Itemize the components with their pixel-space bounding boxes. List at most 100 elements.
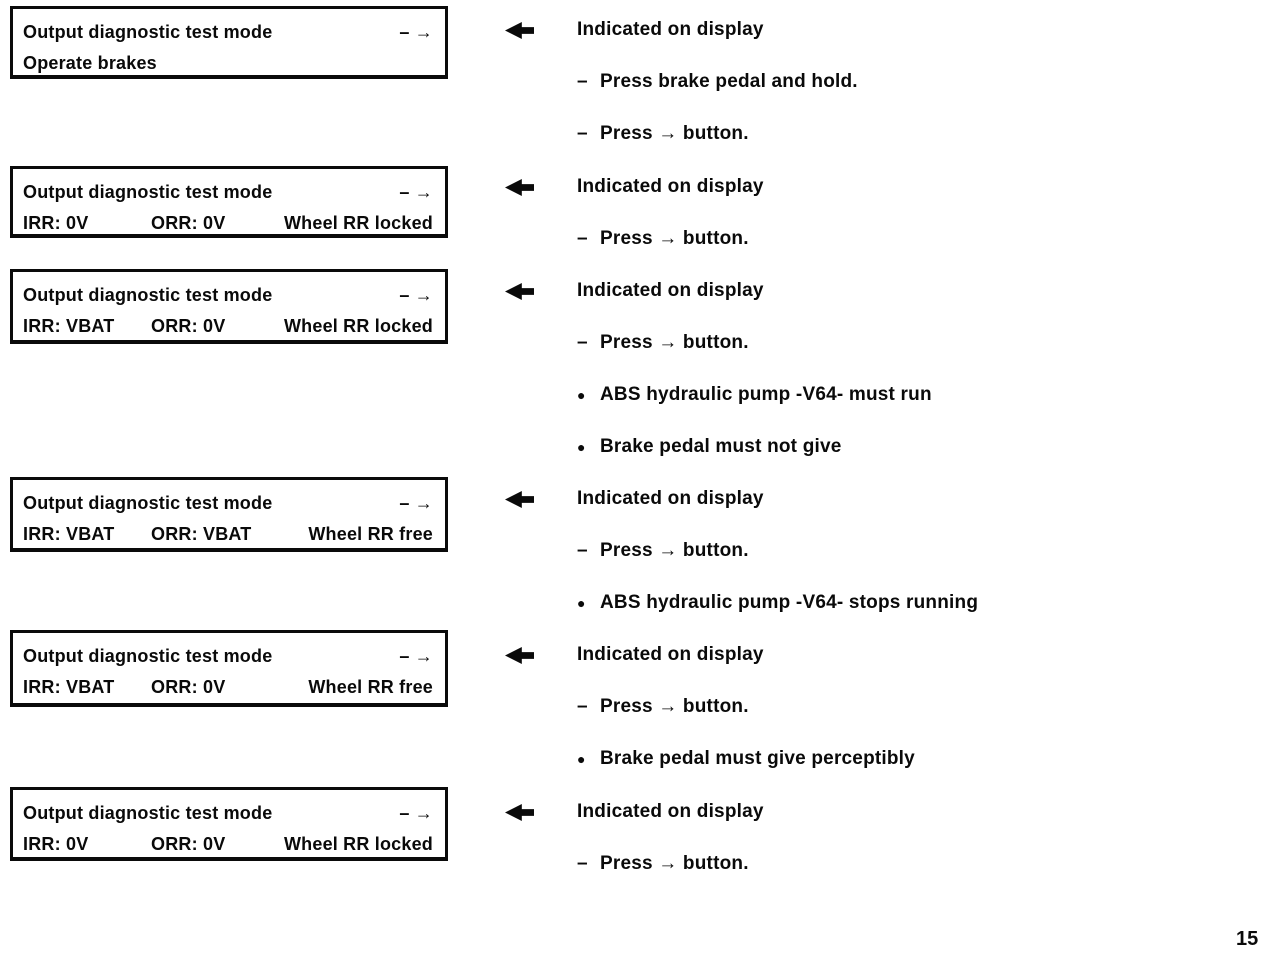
indicated-on-display-arrow-icon — [505, 491, 534, 508]
instruction-header: Indicated on display — [577, 800, 1145, 824]
instruction-header: Indicated on display — [577, 175, 1145, 199]
instruction-text-pre: Press — [600, 696, 659, 717]
instruction-block-6: Indicated on display – Press → button. — [505, 800, 1145, 904]
display-title: Output diagnostic test mode — [23, 493, 273, 513]
instruction-text-pre: Brake pedal must not give — [600, 436, 842, 457]
display-continue-arrow-icon: – → — [399, 646, 433, 666]
display-continue-arrow-icon: – → — [399, 182, 433, 202]
display-line-1: Output diagnostic test mode – → — [23, 488, 433, 519]
indicated-on-display-arrow-icon — [505, 804, 534, 821]
display-title: Output diagnostic test mode — [23, 182, 273, 202]
display-cell: Wheel RR locked — [283, 834, 433, 854]
display-box-1: Output diagnostic test mode – → Operate … — [10, 6, 448, 79]
indicated-on-display-arrow-icon — [505, 22, 534, 39]
instruction-text: Press → button. — [600, 539, 1145, 563]
right-arrow-icon: → — [658, 228, 678, 249]
instruction-item: – Press → button. — [577, 227, 1145, 251]
instruction-item: – Press → button. — [577, 852, 1145, 876]
display-line-1: Output diagnostic test mode – → — [23, 798, 433, 829]
dash-marker: – — [577, 540, 588, 561]
instruction-block-3: Indicated on display – Press → button. ●… — [505, 279, 1145, 487]
display-box-2: Output diagnostic test mode – → IRR: 0V … — [10, 166, 448, 238]
instruction-header: Indicated on display — [577, 279, 1145, 303]
instruction-header-text: Indicated on display — [577, 488, 764, 509]
instruction-text-pre: Press — [600, 332, 659, 353]
display-continue-arrow-icon: – → — [399, 22, 433, 42]
display-cell: Operate brakes — [23, 53, 157, 73]
display-cell: ORR: 0V — [151, 213, 226, 233]
display-box-6: Output diagnostic test mode – → IRR: 0V … — [10, 787, 448, 861]
display-cell: ORR: VBAT — [151, 524, 252, 544]
display-title: Output diagnostic test mode — [23, 646, 273, 666]
display-cell: Wheel RR locked — [283, 316, 433, 336]
instruction-lines: Indicated on display – Press → button. ●… — [577, 487, 1145, 615]
display-cell — [179, 48, 433, 79]
instruction-text: Brake pedal must not give — [600, 435, 1145, 459]
display-continue-arrow-icon: – → — [399, 285, 433, 305]
display-box-5: Output diagnostic test mode – → IRR: VBA… — [10, 630, 448, 707]
instruction-header: Indicated on display — [577, 18, 1145, 42]
display-line-2: IRR: VBAT ORR: 0V Wheel RR free — [23, 672, 433, 703]
display-line-1: Output diagnostic test mode – → — [23, 641, 433, 672]
instruction-item: – Press → button. — [577, 122, 1145, 146]
indicated-on-display-arrow-icon — [505, 647, 534, 664]
display-line-1: Output diagnostic test mode – → — [23, 280, 433, 311]
display-line-2: IRR: 0V ORR: 0V Wheel RR locked — [23, 829, 433, 860]
instruction-text-post: button. — [677, 853, 749, 874]
instruction-text-pre: Press — [600, 853, 659, 874]
display-line-2: IRR: 0V ORR: 0V Wheel RR locked — [23, 208, 433, 239]
instruction-text-post: button. — [677, 332, 749, 353]
display-cell: Wheel RR free — [308, 524, 433, 544]
bullet-marker: ● — [577, 387, 586, 403]
instruction-text-pre: Press — [600, 123, 659, 144]
instruction-text-pre: Press brake pedal and hold. — [600, 71, 858, 92]
display-line-2: IRR: VBAT ORR: VBAT Wheel RR free — [23, 519, 433, 550]
instruction-text: Press → button. — [600, 122, 1145, 146]
instruction-block-2: Indicated on display – Press → button. — [505, 175, 1145, 279]
instruction-item: – Press → button. — [577, 695, 1145, 719]
display-title: Output diagnostic test mode — [23, 285, 273, 305]
right-arrow-icon: → — [658, 853, 678, 874]
display-cell: IRR: VBAT — [23, 316, 115, 336]
display-cell: ORR: 0V — [151, 677, 226, 697]
display-cell: ORR: 0V — [151, 316, 226, 336]
display-title: Output diagnostic test mode — [23, 22, 273, 42]
instruction-text: Press → button. — [600, 852, 1145, 876]
instruction-text: Press brake pedal and hold. — [600, 70, 1145, 94]
instruction-item: – Press → button. — [577, 539, 1145, 563]
instruction-block-1: Indicated on display – Press brake pedal… — [505, 18, 1145, 174]
instruction-item: ● Brake pedal must not give — [577, 435, 1145, 459]
dash-marker: – — [577, 696, 588, 717]
instruction-text: ABS hydraulic pump -V64- must run — [600, 383, 1145, 407]
instruction-header-text: Indicated on display — [577, 801, 764, 822]
instruction-text-pre: Press — [600, 540, 659, 561]
instruction-text: ABS hydraulic pump -V64- stops running — [600, 591, 1145, 615]
right-arrow-icon: → — [658, 123, 678, 144]
instruction-text: Press → button. — [600, 695, 1145, 719]
display-box-4: Output diagnostic test mode – → IRR: VBA… — [10, 477, 448, 552]
instruction-text-pre: ABS hydraulic pump -V64- stops running — [600, 592, 979, 613]
bullet-marker: ● — [577, 439, 586, 455]
display-line-2: IRR: VBAT ORR: 0V Wheel RR locked — [23, 311, 433, 342]
instruction-lines: Indicated on display – Press → button. ●… — [577, 643, 1145, 771]
instruction-header: Indicated on display — [577, 487, 1145, 511]
instruction-text-pre: Brake pedal must give perceptibly — [600, 748, 915, 769]
bullet-marker: ● — [577, 751, 586, 767]
dash-marker: – — [577, 123, 588, 144]
page-number: 15 — [1236, 928, 1259, 950]
instruction-item: – Press → button. — [577, 331, 1145, 355]
display-line-1: Output diagnostic test mode – → — [23, 17, 433, 48]
instruction-text-post: button. — [677, 696, 749, 717]
display-cell: IRR: VBAT — [23, 677, 115, 697]
instruction-text-post: button. — [677, 540, 749, 561]
indicated-on-display-arrow-icon — [505, 283, 534, 300]
display-cell: IRR: VBAT — [23, 524, 115, 544]
instruction-header-text: Indicated on display — [577, 280, 764, 301]
instruction-lines: Indicated on display – Press → button. ●… — [577, 279, 1145, 459]
right-arrow-icon: → — [658, 332, 678, 353]
display-cell: Wheel RR free — [308, 677, 433, 697]
instruction-lines: Indicated on display – Press brake pedal… — [577, 18, 1145, 146]
instruction-text: Brake pedal must give perceptibly — [600, 747, 1145, 771]
instruction-text-post: button. — [677, 228, 749, 249]
